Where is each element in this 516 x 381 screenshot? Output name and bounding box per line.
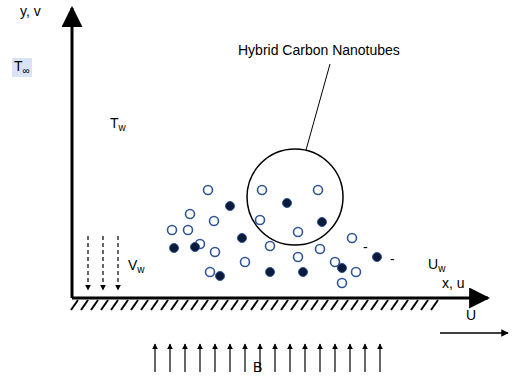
leader-line [306,64,330,150]
magnetic-field-arrow [364,344,365,372]
axis-label: y, v [20,4,41,19]
magnetic-field-arrow [214,344,215,372]
dash-mark: - [390,252,395,267]
wall-temperature: Tw [110,116,126,133]
magnetic-field-arrow [229,344,230,372]
magnetic-field-arrow [319,344,320,372]
magnetic-field-arrow [349,344,350,372]
magnetic-field-arrow [244,344,245,372]
suction-arrow [102,236,103,290]
ambient-temperature: T∞ [12,58,32,77]
magnetic-field-arrow [334,344,335,372]
particle-label: Hybrid Carbon Nanotubes [238,43,400,58]
nanotube-particles-filled [170,199,382,281]
magnetic-field-arrow [274,344,275,372]
suction-arrow [117,236,118,290]
magnetic-field-arrow [184,344,185,372]
wall-hatching [71,300,438,310]
dash-mark: - [363,240,368,255]
x-axis [72,297,488,300]
suction-velocity: Vw [128,258,145,275]
axis-label: x, u [442,276,465,291]
magnetic-field-arrow [199,344,200,372]
magnetic-field-arrow [304,344,305,372]
magnetic-field-arrow [289,344,290,372]
magnetic-field-label: B [253,360,262,375]
magnetic-field-arrow [169,344,170,372]
magnetic-field-arrow [379,344,380,372]
suction-arrow [87,236,88,290]
wall-velocity: Uw [428,257,445,274]
velocity-label: U [466,308,476,323]
y-axis [71,8,74,298]
magnetic-field-arrow [154,344,155,372]
nanotube-particles-open [168,186,361,288]
highlight-circle [247,149,343,245]
velocity-arrow [440,332,508,334]
